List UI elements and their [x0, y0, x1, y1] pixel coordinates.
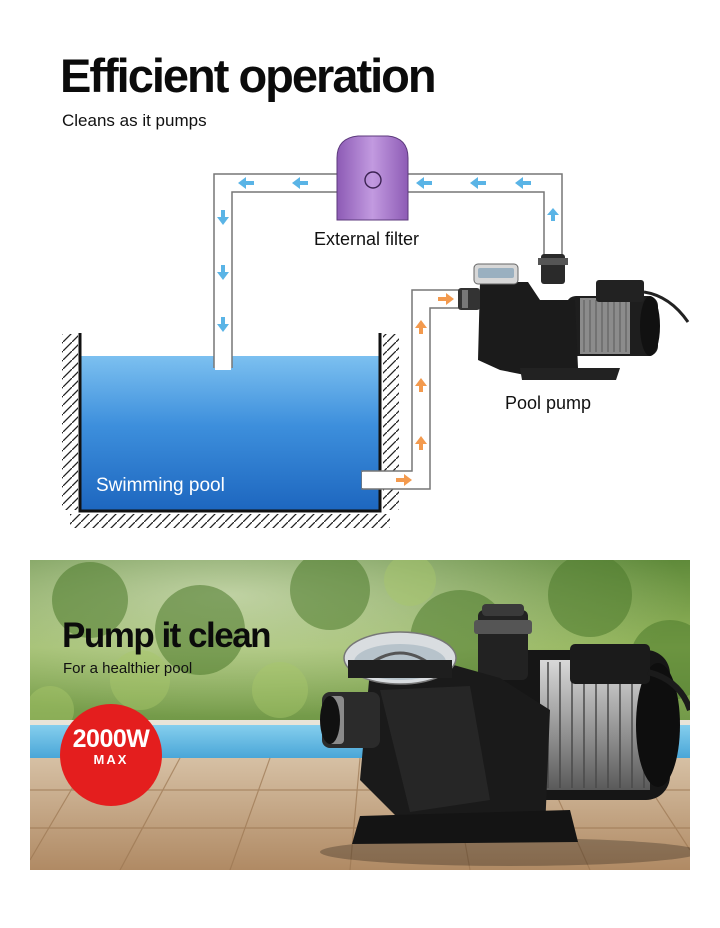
- arrow-left-icon: [238, 177, 254, 189]
- external-filter: [336, 135, 409, 221]
- swimming-pool-label: Swimming pool: [96, 475, 225, 496]
- return-flow-arrows: [217, 177, 559, 332]
- pool-pump-illustration: [458, 254, 690, 380]
- pool-floor-hatch: [70, 514, 390, 528]
- power-badge-value: 2000W: [72, 725, 150, 753]
- pool-pump-label: Pool pump: [505, 393, 592, 413]
- arrow-down-icon: [217, 265, 229, 280]
- photo-subtitle: For a healthier pool: [63, 660, 193, 677]
- arrow-left-icon: [292, 177, 308, 189]
- headline-subtitle: Cleans as it pumps: [62, 111, 207, 130]
- pool-wall-right-hatch: [383, 334, 399, 510]
- circulation-diagram: [62, 135, 690, 528]
- pool-wall-left-hatch: [62, 334, 78, 510]
- product-photo-panel: Pump it clean For a healthier pool 2000W…: [30, 560, 690, 870]
- arrow-right-icon: [438, 293, 454, 305]
- arrow-left-icon: [515, 177, 531, 189]
- arrow-up-icon: [415, 378, 427, 392]
- product-photo-background: [30, 560, 690, 870]
- filter-port-icon: [364, 171, 382, 189]
- headline-title: Efficient operation: [60, 49, 437, 102]
- inflow-arrows: [396, 293, 454, 486]
- power-badge: 2000W MAX: [60, 704, 162, 806]
- arrow-up-icon: [415, 320, 427, 334]
- arrow-right-icon: [396, 474, 412, 486]
- pool-pump-product-image: [320, 604, 690, 866]
- arrow-up-icon: [547, 208, 559, 221]
- arrow-up-icon: [415, 436, 427, 450]
- arrow-left-icon: [470, 177, 486, 189]
- swimming-pool: [62, 333, 399, 528]
- external-filter-label: External filter: [314, 229, 420, 249]
- arrow-left-icon: [416, 177, 432, 189]
- photo-title: Pump it clean: [62, 616, 272, 655]
- power-badge-unit: MAX: [93, 752, 129, 768]
- arrow-down-icon: [217, 210, 229, 225]
- arrow-down-icon: [217, 317, 229, 332]
